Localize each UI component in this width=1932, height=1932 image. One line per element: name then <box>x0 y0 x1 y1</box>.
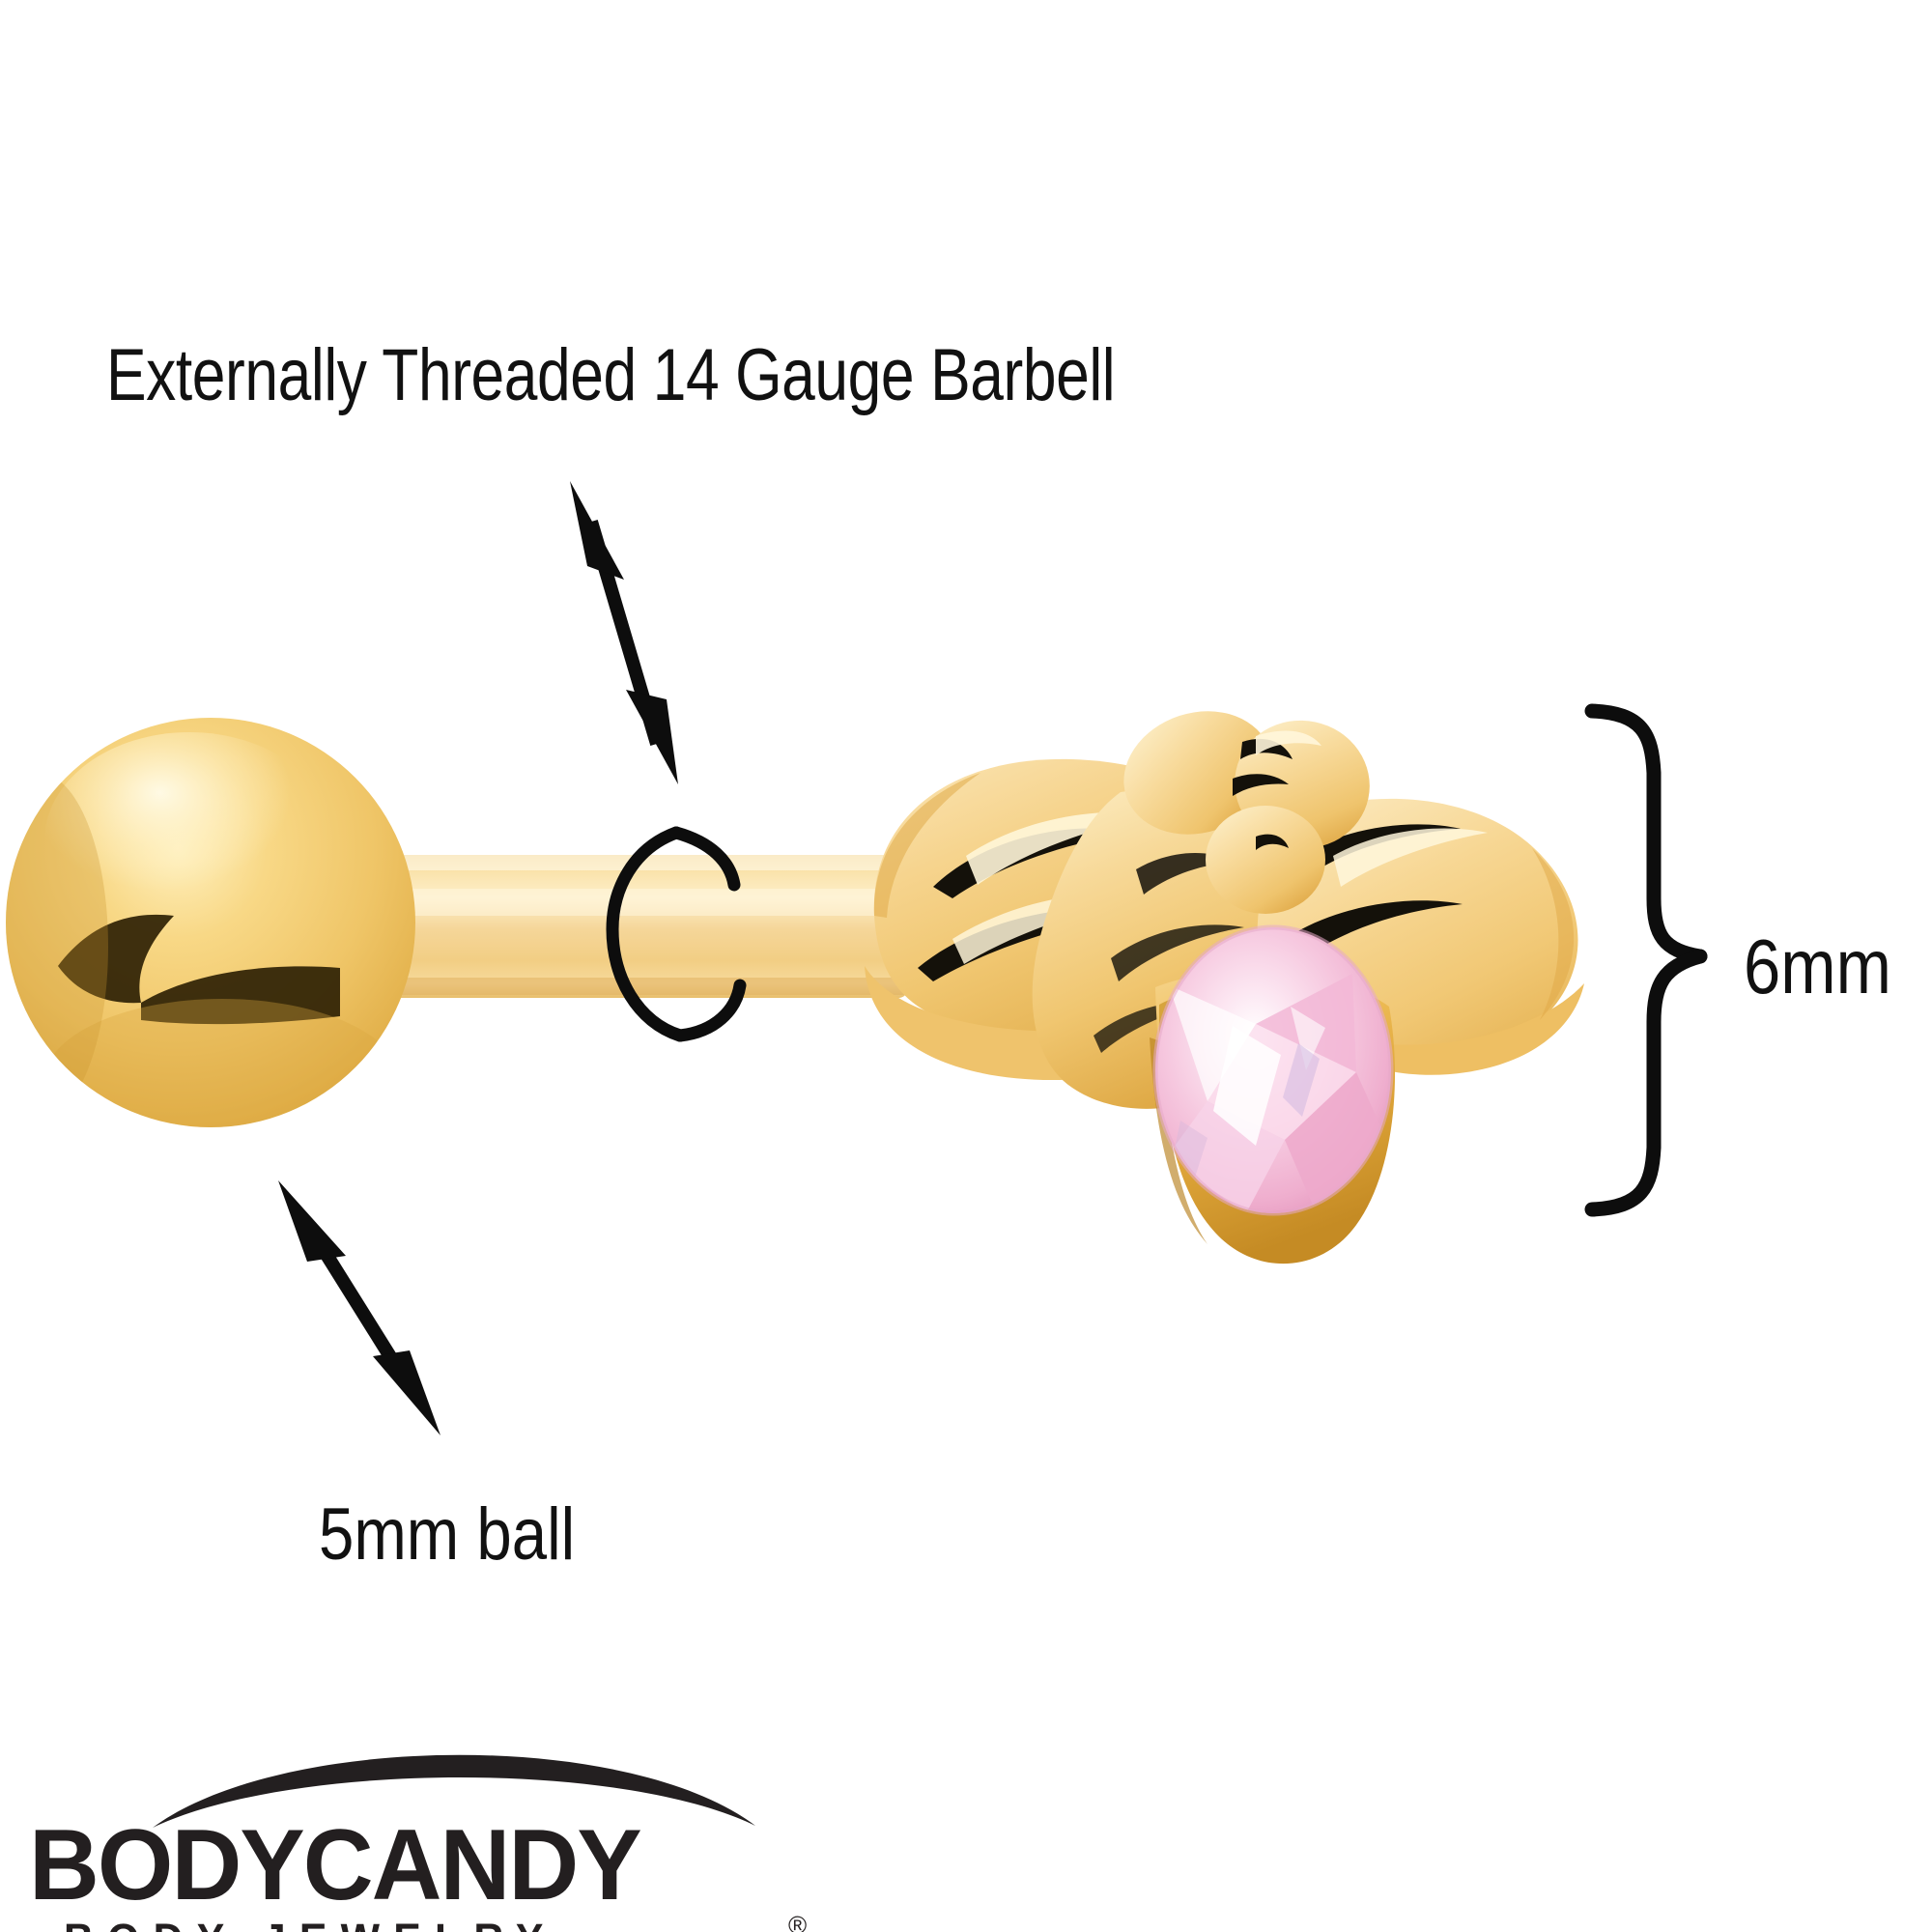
swoosh-icon <box>153 1754 755 1828</box>
thread-marking-icon <box>606 826 747 1042</box>
bee-charm <box>865 711 1584 1264</box>
bee-head <box>1123 711 1370 914</box>
length-label: 6mm <box>1744 923 1891 1009</box>
registered-trademark-icon: ® <box>788 1911 808 1932</box>
brand-logo: BODYCANDY BODY JEWELRY ® <box>29 1739 879 1932</box>
ball-size-label: 5mm ball <box>319 1493 576 1576</box>
logo-tagline: BODY JEWELRY <box>64 1915 557 1932</box>
title-label: Externally Threaded 14 Gauge Barbell <box>106 334 1116 416</box>
logo-wordmark: BODYCANDY <box>29 1809 642 1921</box>
pink-gem <box>1152 924 1394 1216</box>
barbell-ball <box>6 718 415 1127</box>
